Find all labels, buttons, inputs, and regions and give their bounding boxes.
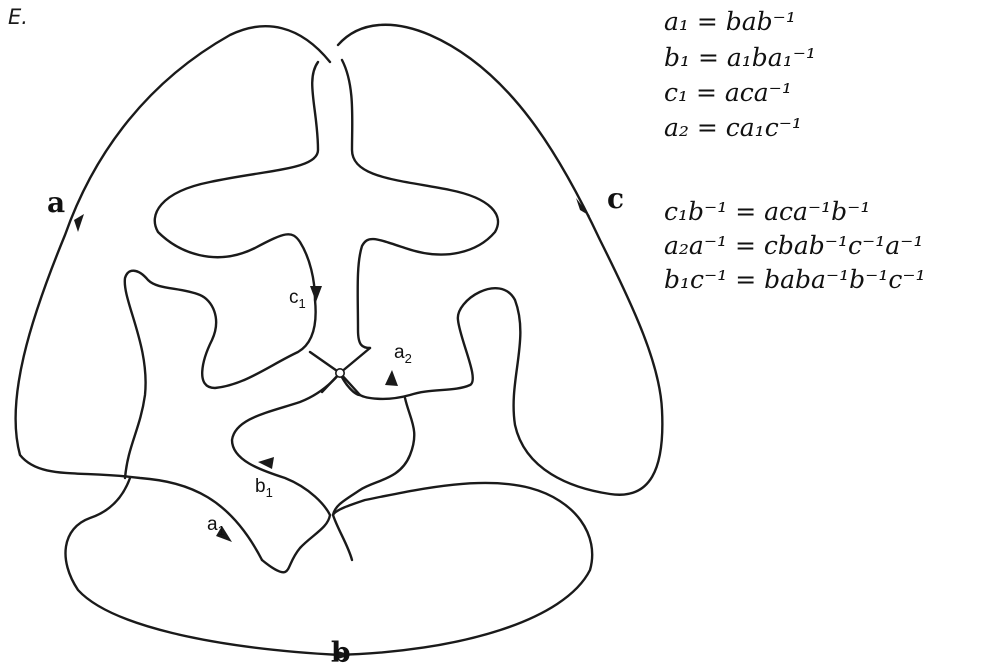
generator-label-b: b bbox=[331, 636, 351, 667]
strand-top-cross bbox=[153, 60, 320, 302]
relation-line: b₁ = a₁ba₁⁻¹ bbox=[664, 43, 816, 72]
arrow-a2 bbox=[385, 370, 398, 386]
arrow-a bbox=[74, 214, 84, 232]
relation-line: a₁ = bab⁻¹ bbox=[664, 7, 796, 36]
arrow-c bbox=[576, 198, 590, 216]
strand-c bbox=[336, 23, 664, 496]
strand-a bbox=[14, 25, 332, 562]
strand-inner-b1 bbox=[230, 371, 342, 574]
generator-label-a: a bbox=[47, 186, 65, 219]
loop-label-b1: b1 bbox=[255, 476, 273, 500]
arrow-b bbox=[334, 650, 352, 660]
strand-inner-right bbox=[331, 371, 416, 562]
relation-line: a₂a⁻¹ = cbab⁻¹c⁻¹a⁻¹ bbox=[664, 231, 923, 260]
strand-b-left bbox=[64, 476, 342, 657]
loop-label-c1: c1 bbox=[289, 287, 306, 311]
outer-loop bbox=[14, 23, 664, 657]
figure-tag: E. bbox=[8, 5, 28, 29]
loop-label-a1: a1 bbox=[207, 514, 225, 538]
loop-a2-sub: 2 bbox=[405, 351, 412, 366]
strand-left-lobe bbox=[123, 269, 317, 480]
loop-b1-sub: 1 bbox=[266, 485, 273, 500]
generator-label-c: c bbox=[607, 182, 624, 215]
arrow-b1 bbox=[258, 457, 274, 469]
relation-line: a₂ = ca₁c⁻¹ bbox=[664, 113, 802, 142]
strand-b-right bbox=[331, 481, 594, 657]
loop-a1-base: a bbox=[207, 514, 218, 535]
relation-line: b₁c⁻¹ = baba⁻¹b⁻¹c⁻¹ bbox=[664, 265, 926, 294]
loop-a2-base: a bbox=[394, 342, 405, 363]
arrow-c1 bbox=[310, 286, 322, 302]
basepoint-vertex bbox=[334, 367, 345, 378]
relations-panel: a₁ = bab⁻¹ b₁ = a₁ba₁⁻¹ c₁ = aca⁻¹ a₂ = … bbox=[664, 7, 926, 294]
loop-c1-sub: 1 bbox=[299, 296, 306, 311]
arrow-a1 bbox=[216, 526, 232, 542]
relation-line: c₁b⁻¹ = aca⁻¹b⁻¹ bbox=[664, 197, 870, 226]
loop-c1-base: c bbox=[289, 287, 299, 308]
loop-b1-base: b bbox=[255, 476, 266, 497]
relation-line: c₁ = aca⁻¹ bbox=[664, 78, 792, 107]
direction-arrows bbox=[74, 198, 590, 660]
vertex-spokes bbox=[308, 346, 372, 397]
strand-top-right bbox=[340, 58, 500, 350]
loop-label-a2: a2 bbox=[394, 342, 412, 366]
loop-a1-sub: 1 bbox=[218, 523, 225, 538]
